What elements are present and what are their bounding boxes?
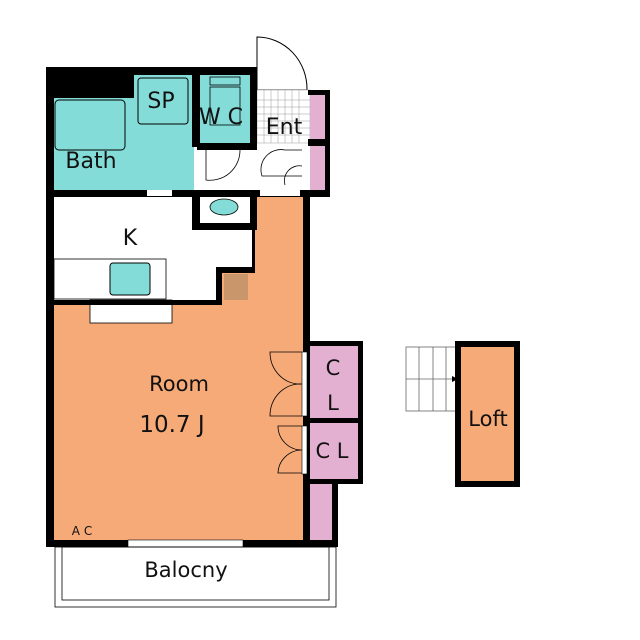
closet-strip (306, 482, 332, 540)
entrance-door (256, 36, 308, 91)
label-cl1-c: C (326, 356, 341, 380)
balcony-window (127, 539, 244, 548)
shoe-box-door (260, 149, 303, 186)
wc-door (205, 149, 241, 181)
balcony (54, 546, 337, 608)
bathtub (54, 99, 126, 151)
toilet-tank (209, 76, 241, 86)
washbasin (209, 198, 239, 216)
label-ac: A C (72, 524, 92, 538)
label-balcony: Balocny (144, 558, 227, 582)
label-loft: Loft (468, 407, 507, 431)
kitchen-sink (109, 262, 151, 296)
label-sp: SP (147, 89, 174, 114)
toilet (209, 86, 241, 126)
loft-stairs (405, 346, 461, 412)
label-bath: Bath (65, 149, 116, 174)
shoe-closet-2 (310, 146, 325, 192)
step-box (224, 274, 248, 300)
closet-1-door (269, 351, 303, 417)
closet-2-frame (301, 425, 308, 475)
label-cl2: C L (315, 439, 348, 463)
closet-2-door (277, 425, 303, 474)
window-bath (147, 190, 172, 196)
label-wc: W C (199, 105, 243, 130)
label-kitchen: K (123, 226, 138, 251)
label-room-size: 10.7 J (139, 412, 204, 438)
label-cl1-l: L (327, 391, 339, 415)
entrance-opening (260, 190, 300, 196)
label-ent: Ent (266, 115, 303, 140)
closet-1 (308, 346, 358, 418)
closet-1-frame (301, 351, 308, 417)
label-room: Room (149, 372, 209, 396)
closet-2 (308, 423, 358, 479)
shoe-closet-1 (310, 95, 325, 139)
loft-area (455, 341, 520, 487)
sp-box (137, 77, 189, 125)
